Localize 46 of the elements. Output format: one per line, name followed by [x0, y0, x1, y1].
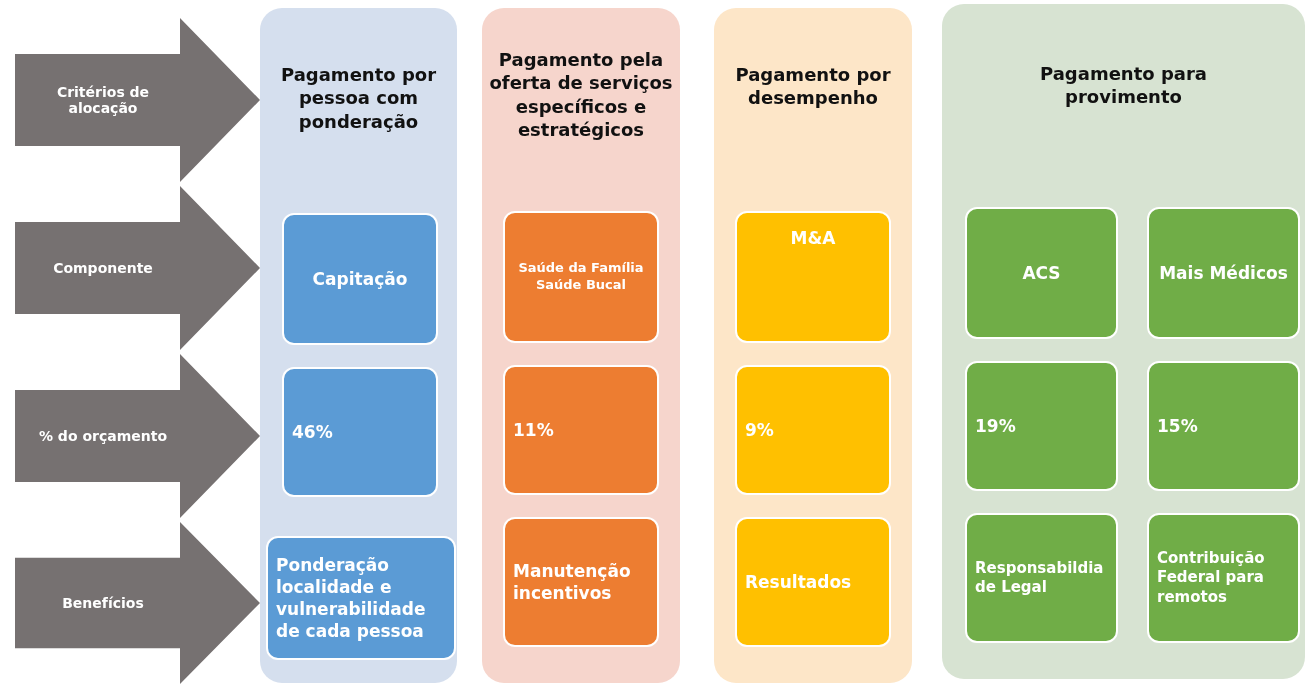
card-text: Contribuição Federal para remotos: [1157, 548, 1266, 608]
item-card: [503, 517, 659, 647]
item-card: [965, 361, 1118, 491]
column-panel: [714, 8, 912, 683]
row-header-tab: [15, 18, 260, 182]
item-card: [282, 213, 438, 345]
row-header-tab: [15, 186, 260, 350]
row-label: Critérios de alocação: [55, 83, 151, 118]
column-panel: [260, 8, 457, 683]
card-text: Responsabildiade Legal: [975, 558, 1105, 598]
card-text: Ponderação localidade e vulnerabilidade de cada pessoa: [276, 553, 427, 643]
card-text: M&A: [790, 227, 836, 250]
card-text: ACS: [1022, 261, 1061, 285]
column-heading: Pagamento pela oferta de serviços específicos e estratégicos: [488, 48, 674, 142]
item-card: [735, 517, 891, 647]
card-text: 46%: [292, 420, 333, 444]
card-text: 11%: [513, 418, 554, 442]
card-text: Mais Médicos: [1159, 261, 1288, 285]
column-heading: Pagamento por pessoa com ponderação: [280, 63, 437, 134]
item-card: [266, 536, 456, 660]
row-header-tab: [15, 522, 260, 684]
card-text: Manutenção incentivos: [513, 559, 632, 605]
column-panel: [942, 4, 1305, 679]
row-label: Benefícios: [61, 594, 145, 613]
item-card: [735, 365, 891, 495]
card-text: Capitação: [312, 267, 408, 291]
item-card: [965, 207, 1118, 339]
column-heading: Pagamento para provimento: [1039, 62, 1208, 109]
column-panel: [482, 8, 680, 683]
item-card: [282, 367, 438, 497]
card-text: 19%: [975, 414, 1016, 438]
card-text: 15%: [1157, 414, 1198, 438]
card-text: 9%: [745, 418, 774, 442]
item-card: [1147, 513, 1300, 643]
column-heading: Pagamento por desempenho: [734, 63, 892, 110]
item-card: [965, 513, 1118, 643]
item-card: [1147, 207, 1300, 339]
item-card: [503, 211, 659, 343]
row-label: % do orçamento: [37, 427, 168, 446]
row-header-tab: [15, 354, 260, 518]
card-text: Saúde da Família Saúde Bucal: [517, 260, 645, 294]
row-label: Componente: [52, 259, 154, 278]
item-card: [1147, 361, 1300, 491]
item-card: [503, 365, 659, 495]
item-card: [735, 211, 891, 343]
card-text: Resultados: [745, 570, 852, 594]
